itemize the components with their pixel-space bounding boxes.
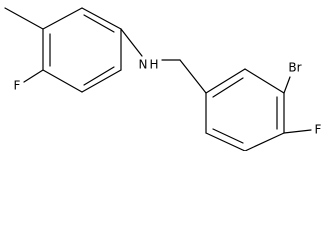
- right-benzene-ring: [205, 68, 285, 151]
- fluorine-left-label: F: [14, 79, 21, 93]
- c-f-bond-right: [283, 129, 312, 134]
- double-bond-inner: [212, 128, 244, 144]
- bond: [81, 69, 122, 93]
- double-bond-inner: [83, 14, 115, 33]
- methyl-bond: [4, 7, 44, 30]
- double-bond-inner: [83, 66, 115, 86]
- nitrogen-amine-label: N: [139, 58, 148, 72]
- bond: [244, 132, 285, 151]
- c-n-bond: [120, 28, 143, 57]
- double-bond-inner: [212, 77, 244, 98]
- left-benzene-ring: [42, 7, 122, 93]
- bond: [205, 68, 246, 94]
- bond: [244, 68, 285, 94]
- c-br-bond: [283, 76, 291, 94]
- hydrogen-amine-label: H: [149, 58, 158, 72]
- bond: [81, 7, 122, 30]
- fluorine-right-label: F: [315, 123, 322, 137]
- bond: [42, 69, 83, 93]
- bromine-label: Br: [288, 61, 301, 75]
- bond: [205, 132, 246, 151]
- ch2-ring-bond: [179, 59, 207, 94]
- molecule-structure: F N H Br F: [4, 7, 322, 151]
- c-f-bond-left: [23, 69, 44, 83]
- bond: [42, 7, 83, 30]
